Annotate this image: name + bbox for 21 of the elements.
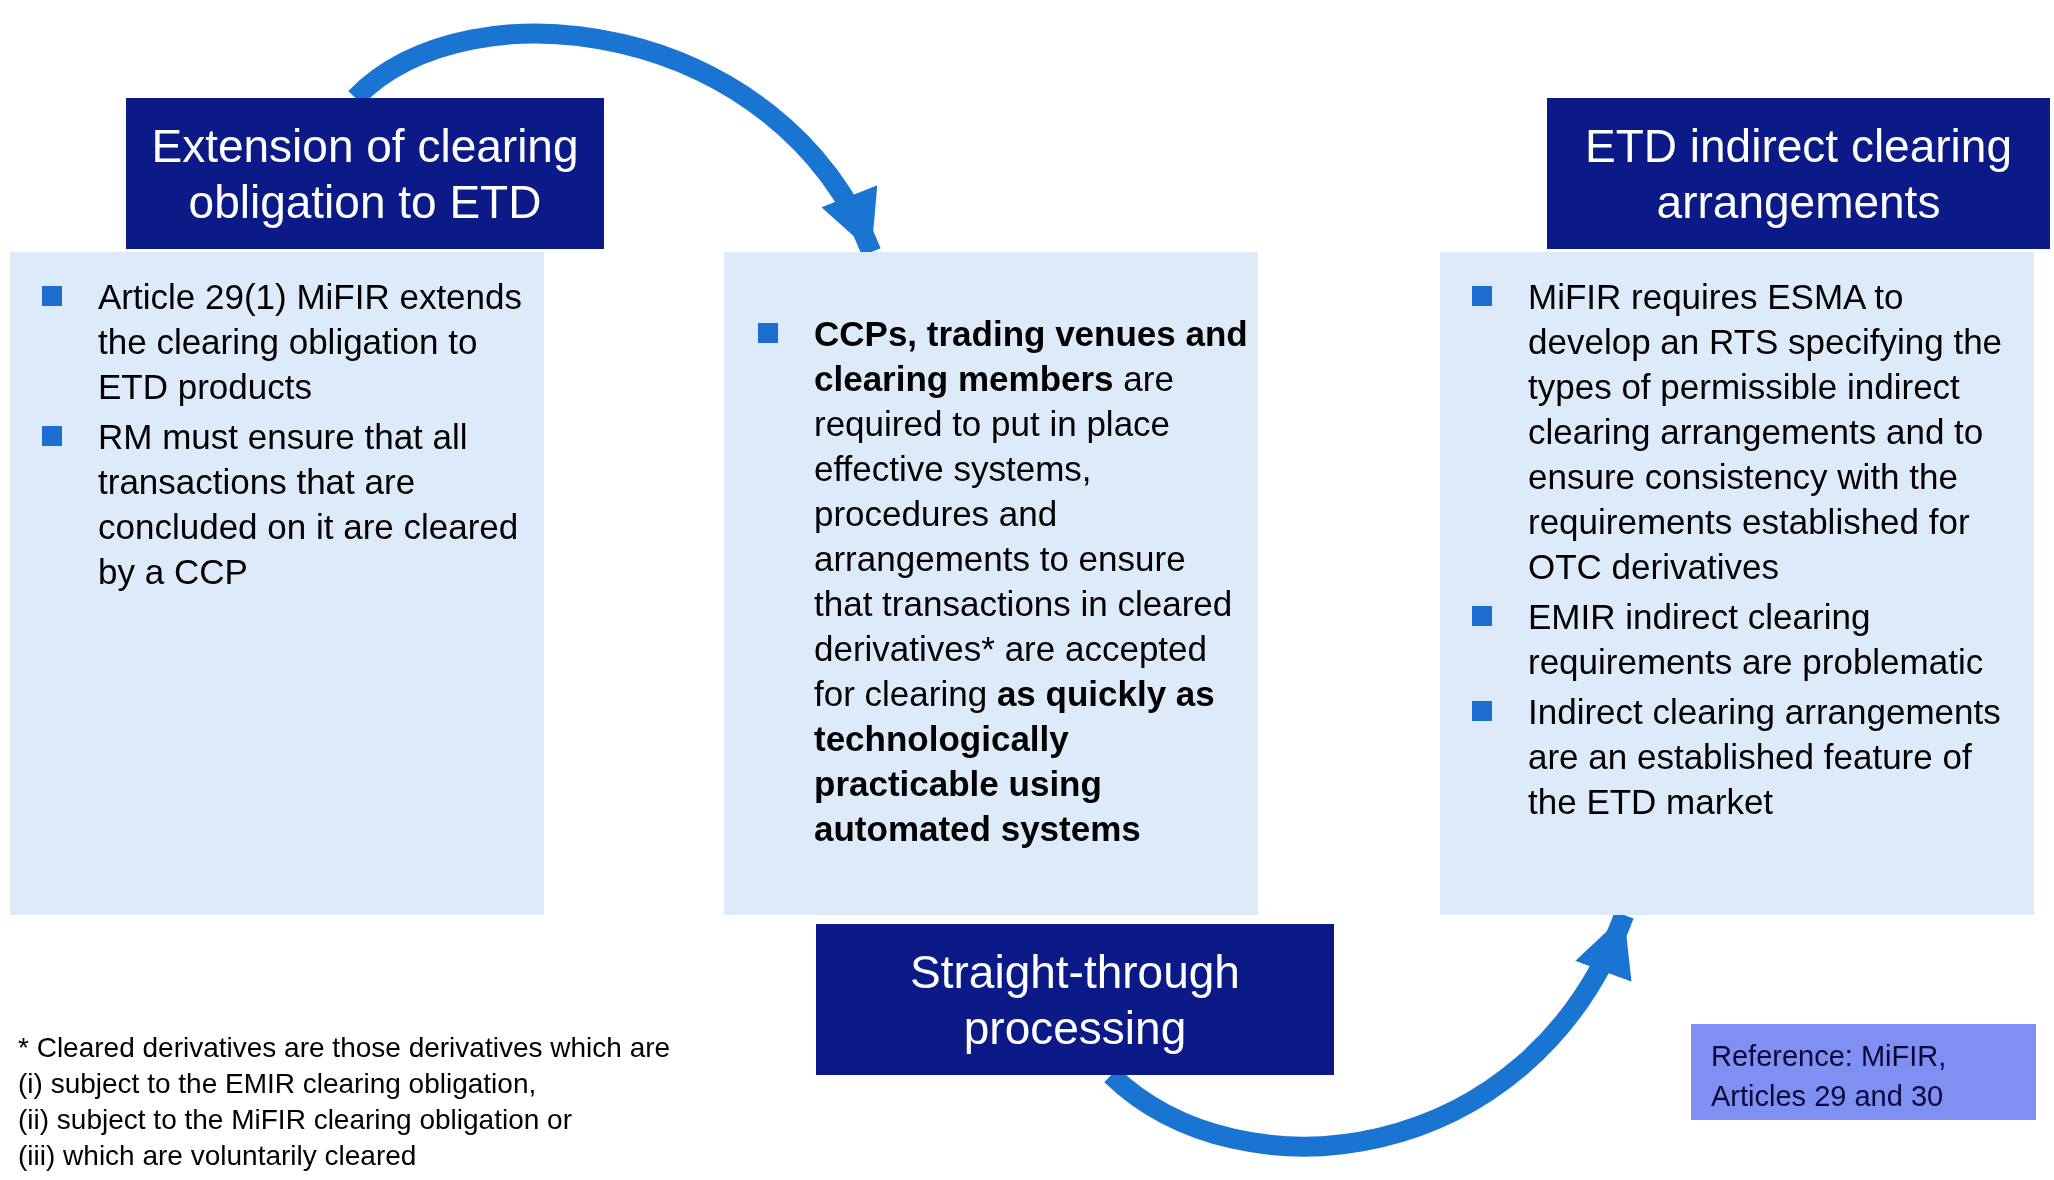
- footnote-text: (i) subject to the EMIR clearing obligation,: [18, 1067, 537, 1101]
- bullet-text: RM must ensure that all transactions that are concluded on it are cleared by a CCP: [98, 416, 520, 593]
- title-box: [816, 924, 1334, 1075]
- bullet-text: CCPs, trading venues and clearing members are required to put in place effective systems, procedures and arrangements to ensure that transactions in cleared derivatives* are accepted for clearing as quickly as technologically practicable using automated systems: [814, 313, 1248, 850]
- reference-box: [1691, 1024, 2036, 1120]
- text-panel: [724, 252, 1258, 915]
- reference-text: Reference: MiFIR, Articles 29 and 30: [1711, 1040, 1947, 1112]
- bullet-text: Indirect clearing arrangements are an established feature of the ETD market: [1528, 691, 2002, 823]
- title-text: Extension of clearing obligation to ETD: [150, 118, 580, 230]
- bullet-text: Article 29(1) MiFIR extends the clearing obligation to ETD products: [98, 276, 524, 408]
- footnote-text: * Cleared derivatives are those derivatives which are: [18, 1031, 671, 1065]
- title-text: ETD indirect clearing arrangements: [1584, 118, 2013, 230]
- title-box: [1547, 98, 2050, 249]
- bullet-text: MiFIR requires ESMA to develop an RTS specifying the types of permissible indirect clearing arrangements and to ensure consistency with the requirements established for OTC derivatives: [1528, 276, 2004, 588]
- title-box: [126, 98, 604, 249]
- text-panel: [10, 252, 544, 915]
- title-text: Straight-through processing: [909, 944, 1241, 1056]
- bullet-text: EMIR indirect clearing requirements are problematic: [1528, 596, 1985, 683]
- footnote-text: (iii) which are voluntarily cleared: [18, 1139, 417, 1173]
- footnote-text: (ii) subject to the MiFIR clearing obligation or: [18, 1103, 572, 1137]
- text-panel: [1440, 252, 2034, 915]
